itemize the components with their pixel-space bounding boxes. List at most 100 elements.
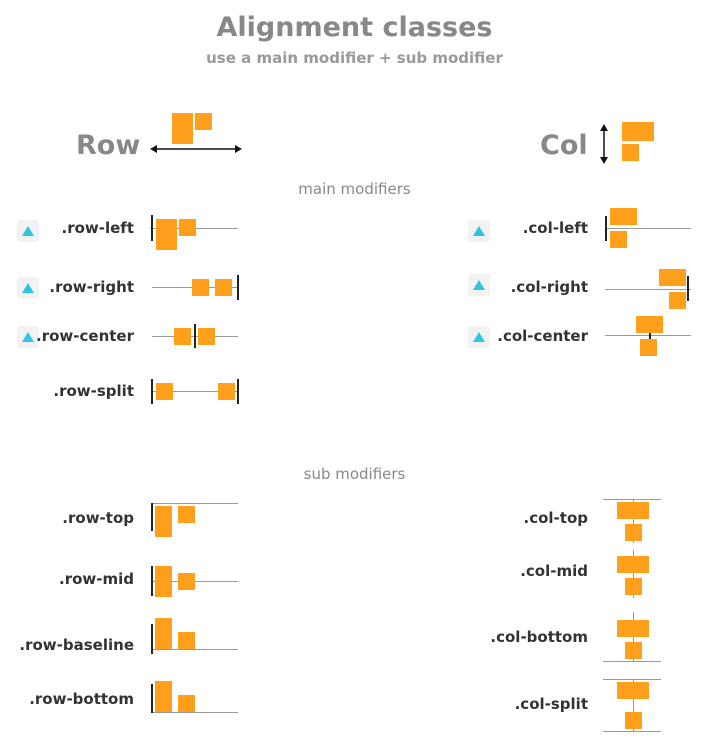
col-split-label: .col-split: [514, 695, 588, 713]
box-b: [218, 383, 235, 400]
box-small: [625, 712, 642, 729]
page-subtitle: use a main modifier + sub modifier: [206, 49, 503, 67]
col-center-diagram: [603, 314, 693, 360]
row-center-label: .row-center: [36, 327, 134, 345]
row-right-label: .row-right: [49, 278, 134, 296]
row-heading: Row: [76, 130, 141, 161]
row-center-diagram: [150, 320, 242, 354]
col-top-diagram: [603, 496, 663, 544]
box-tall: [155, 566, 172, 597]
row-mid-label: .row-mid: [59, 570, 134, 588]
col-left-diagram: [603, 204, 693, 252]
axis-line: [603, 661, 661, 662]
axis-line: [152, 391, 238, 392]
box-small: [179, 219, 196, 236]
box-small: [178, 573, 195, 590]
axis-line: [152, 581, 238, 582]
badge: [468, 326, 490, 348]
center-marker: [649, 324, 651, 346]
box-a: [174, 328, 191, 345]
axis-line-bottom: [603, 731, 661, 732]
badge: [17, 326, 39, 348]
box-b: [198, 328, 215, 345]
col-top-label: .col-top: [523, 509, 588, 527]
col-split-diagram: [603, 676, 663, 734]
edge-marker: [237, 275, 239, 300]
box-small: [625, 578, 642, 595]
vertical-double-arrow-icon: [600, 124, 608, 164]
edge-marker-right: [237, 379, 239, 404]
axis-line: [605, 289, 691, 290]
center-axis: [633, 679, 634, 731]
box-small: [625, 642, 642, 659]
sub-modifiers-heading: sub modifiers: [303, 465, 406, 483]
box-wide: [610, 208, 637, 225]
col-heading-illustration: [597, 120, 657, 166]
col-bottom-label: .col-bottom: [490, 628, 588, 646]
edge-marker: [151, 624, 153, 654]
row-left-label: .row-left: [61, 219, 135, 237]
edge-marker: [605, 216, 607, 241]
box-small: [178, 695, 195, 712]
box-wide: [617, 556, 649, 573]
box-wide: [659, 269, 686, 286]
row-split-label: .row-split: [53, 382, 134, 400]
box-small: [640, 339, 657, 356]
row-bottom-diagram: [150, 678, 242, 718]
box-wide: [617, 620, 649, 637]
col-heading-box-2: [622, 144, 639, 161]
box-a: [192, 279, 209, 296]
triangle-icon: [22, 283, 34, 293]
page-title: Alignment classes: [216, 12, 493, 43]
box-small: [610, 231, 627, 248]
double-arrow-icon: [150, 145, 242, 153]
box-small: [625, 524, 642, 541]
axis-line: [605, 228, 691, 229]
triangle-icon: [22, 226, 34, 236]
col-left-label: .col-left: [522, 219, 588, 237]
box-tall: [155, 506, 172, 537]
row-bottom-label: .row-bottom: [29, 690, 134, 708]
col-right-label: .col-right: [510, 278, 588, 296]
row-heading-box-1: [172, 113, 193, 144]
box-b: [215, 279, 232, 296]
col-heading-box-1: [622, 122, 654, 141]
row-heading-box-2: [195, 113, 212, 130]
triangle-icon: [473, 332, 485, 342]
col-mid-diagram: [603, 550, 663, 600]
axis-line: [152, 649, 238, 650]
row-left-diagram: [150, 208, 242, 258]
col-bottom-diagram: [603, 612, 663, 664]
main-modifiers-heading: main modifiers: [298, 180, 411, 198]
box-wide: [636, 316, 663, 333]
col-right-diagram: [603, 266, 693, 314]
axis-line-top: [603, 679, 661, 680]
edge-marker: [151, 566, 153, 596]
badge: [17, 220, 39, 242]
box-tall: [155, 618, 172, 649]
edge-marker: [151, 215, 153, 241]
col-heading: Col: [540, 130, 588, 161]
row-split-diagram: [150, 374, 242, 408]
edge-marker: [151, 503, 153, 531]
box-a: [156, 383, 173, 400]
edge-marker: [687, 276, 689, 301]
row-top-label: .row-top: [62, 509, 134, 527]
box-wide: [617, 502, 649, 519]
badge: [468, 274, 490, 296]
triangle-icon: [473, 280, 485, 290]
row-baseline-label: .row-baseline: [19, 636, 134, 654]
box-small: [669, 292, 686, 309]
edge-marker-left: [151, 379, 153, 404]
edge-marker: [151, 684, 153, 713]
center-axis: [633, 499, 634, 543]
axis-line: [152, 503, 238, 504]
triangle-icon: [22, 332, 34, 342]
row-top-diagram: [150, 500, 242, 542]
axis-line: [152, 712, 238, 713]
row-baseline-diagram: [150, 616, 242, 658]
row-right-diagram: [150, 270, 242, 304]
row-mid-diagram: [150, 562, 242, 602]
axis-line: [603, 499, 661, 500]
box-tall: [156, 219, 177, 250]
